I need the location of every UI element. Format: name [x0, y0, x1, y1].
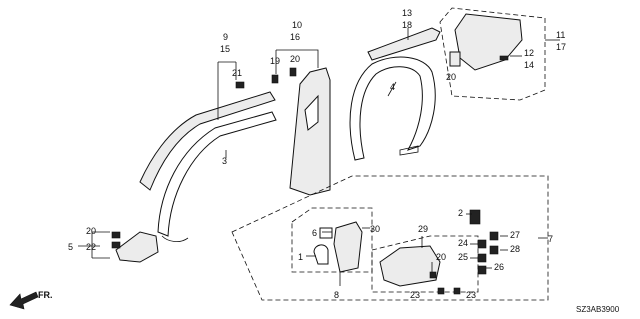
- box-8-parts: [313, 221, 363, 273]
- kick-panel: [115, 231, 159, 263]
- direction-label: FR.: [38, 290, 53, 300]
- callout-20-b: 20: [290, 54, 300, 64]
- callout-13: 13: [402, 8, 412, 18]
- callout-12: 12: [524, 48, 534, 58]
- box-29-part: [379, 245, 441, 287]
- callout-9: 9: [223, 32, 228, 42]
- callout-27: 27: [510, 230, 520, 240]
- callout-16: 16: [290, 32, 300, 42]
- callout-26: 26: [494, 262, 504, 272]
- callout-2: 2: [458, 208, 463, 218]
- callout-17: 17: [556, 42, 566, 52]
- callout-7: 7: [548, 234, 553, 244]
- leader-lines: [78, 28, 560, 286]
- callout-14: 14: [524, 60, 534, 70]
- callout-29: 29: [418, 224, 428, 234]
- callout-24: 24: [458, 238, 468, 248]
- callout-22: 22: [86, 242, 96, 252]
- rear-sill-trim: [367, 27, 441, 61]
- clips: [111, 55, 509, 295]
- door-opening-trim: [349, 56, 436, 161]
- assembly-box-8: [291, 207, 373, 273]
- callout-20-qtr: 20: [446, 72, 456, 82]
- callout-8: 8: [334, 290, 339, 300]
- callout-30: 30: [370, 224, 380, 234]
- callout-1: 1: [298, 252, 303, 262]
- callout-11: 11: [556, 30, 565, 40]
- callout-19: 19: [270, 56, 280, 66]
- callout-28: 28: [510, 244, 520, 254]
- callout-20-kick: 20: [86, 226, 96, 236]
- callout-25: 25: [458, 252, 468, 262]
- callout-23-b: 23: [466, 290, 476, 300]
- front-direction-arrow: FR.: [9, 290, 53, 310]
- callout-23-a: 23: [410, 290, 420, 300]
- callout-18: 18: [402, 20, 412, 30]
- callout-10: 10: [292, 20, 302, 30]
- center-pillar-garnish: [289, 67, 331, 196]
- callout-5: 5: [68, 242, 73, 252]
- part-code: SZ3AB3900: [576, 305, 620, 314]
- callout-6: 6: [312, 228, 317, 238]
- callout-4: 4: [390, 82, 395, 92]
- callout-15: 15: [220, 44, 230, 54]
- callout-3: 3: [222, 156, 227, 166]
- assembly-box-29: [371, 235, 479, 293]
- callouts: 9 15 21 3 10 16 19 20 13 18 4 11 17 12 1…: [68, 8, 566, 300]
- front-pillar-garnish: [139, 91, 277, 242]
- callout-20-box: 20: [436, 252, 446, 262]
- callout-21: 21: [232, 68, 242, 78]
